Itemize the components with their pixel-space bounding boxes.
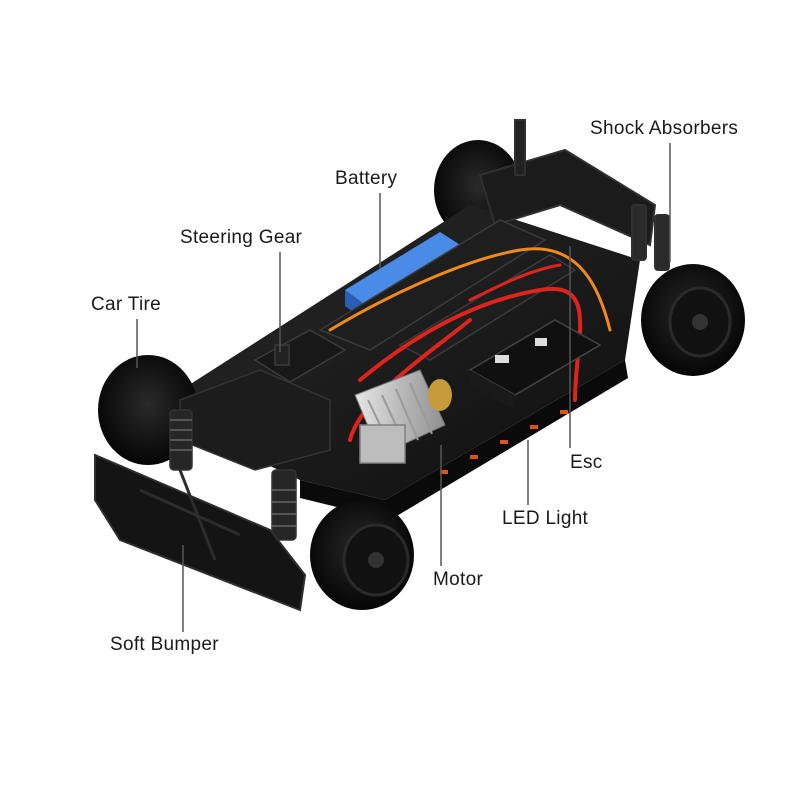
rear-frame [478,119,670,271]
soft-bumper-label: Soft Bumper [110,634,219,655]
front-left-tire [310,500,414,610]
led-strip [440,410,568,474]
steering-servo [253,329,347,383]
rear-left-tire [641,264,745,376]
shock-absorbers-label: Shock Absorbers [590,118,739,139]
motor [354,369,452,464]
esc-board [468,319,602,410]
battery-label: Battery [335,168,398,189]
motor-label: Motor [433,569,484,590]
steering-gear-label: Steering Gear [180,227,303,248]
led-light-label: LED Light [502,508,589,529]
car-tire-label: Car Tire [91,294,161,315]
callout-lines [136,143,671,632]
soft-bumper [94,453,307,612]
esc-label: Esc [570,452,603,473]
